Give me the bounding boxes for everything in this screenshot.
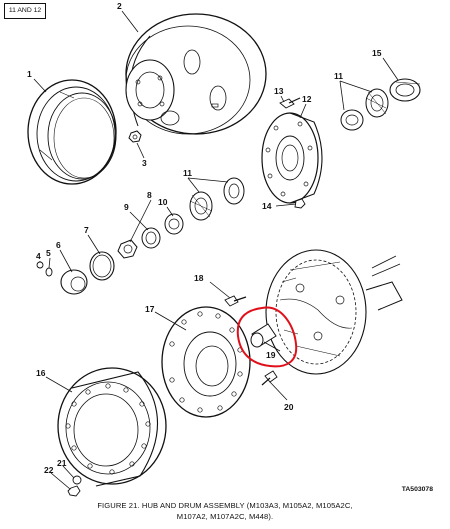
part-16-brake-drum (57, 367, 167, 487)
figure-reference-text: 11 AND 12 (8, 7, 42, 14)
callout-3: 3 (142, 158, 147, 168)
part-8-nut (117, 239, 138, 259)
callout-22: 22 (44, 465, 54, 475)
figure-caption-line-1: FIGURE 21. HUB AND DRUM ASSEMBLY (M103A3… (97, 501, 353, 510)
callout-1: 1 (27, 69, 32, 79)
part-5-lockwasher (45, 267, 53, 277)
callout-16: 16 (36, 368, 46, 378)
part-11-seal-ring (340, 109, 364, 131)
part-10-nut (164, 213, 184, 235)
part-14-nut (294, 198, 306, 209)
callout-5: 5 (46, 248, 51, 258)
callout-17: 17 (145, 304, 155, 314)
part-11-bearing-cone-upper (365, 88, 389, 118)
callout-8: 8 (147, 190, 152, 200)
callout-18: 18 (194, 273, 204, 283)
callout-4: 4 (36, 251, 41, 261)
callout-10: 10 (158, 197, 168, 207)
part-17-hub-flange (161, 306, 251, 418)
part-9-key-washer (141, 227, 161, 249)
callout-2: 2 (117, 1, 122, 11)
part-20-stud (261, 370, 278, 386)
figure-caption-line-2: M107A2, M107A2C, M448). (176, 512, 274, 521)
part-15-bearing-cup (389, 78, 421, 102)
part-2-wheel-disc (125, 13, 267, 135)
part-21-washer (72, 475, 82, 485)
callout-labels: 1 2 3 4 5 6 7 8 9 10 11 11 12 13 14 15 1… (27, 1, 382, 475)
callout-21: 21 (57, 458, 67, 468)
callout-6: 6 (56, 240, 61, 250)
callout-9: 9 (124, 202, 129, 212)
part-11-bearing-cone-lower (189, 177, 245, 221)
drawing-code: TA503078 (401, 486, 433, 493)
part-13-stud (279, 97, 301, 109)
callout-13: 13 (274, 86, 284, 96)
highlight-ring-part-19 (236, 306, 298, 368)
callout-20: 20 (284, 402, 294, 412)
callout-12: 12 (302, 94, 312, 104)
callout-14: 14 (262, 201, 272, 211)
part-12-hub (261, 112, 323, 204)
figure-reference-box: 11 AND 12 (4, 3, 46, 19)
callout-11-lower: 11 (183, 168, 192, 178)
callout-7: 7 (84, 225, 89, 235)
callout-15: 15 (372, 48, 382, 58)
part-19-sleeve (250, 323, 277, 348)
part-18-stud (224, 295, 247, 307)
leader-lines (33, 10, 399, 490)
part-1-tire-rim (27, 79, 117, 185)
brake-backing-plate-assembly (265, 249, 403, 375)
callout-19: 19 (266, 350, 276, 360)
part-3-lug-nut (128, 130, 142, 143)
part-7-gasket (89, 251, 115, 281)
callout-11-upper: 11 (334, 71, 343, 81)
part-6-hub-cap (60, 269, 88, 295)
part-4-screw (36, 261, 44, 269)
part-22-nut (67, 485, 81, 497)
